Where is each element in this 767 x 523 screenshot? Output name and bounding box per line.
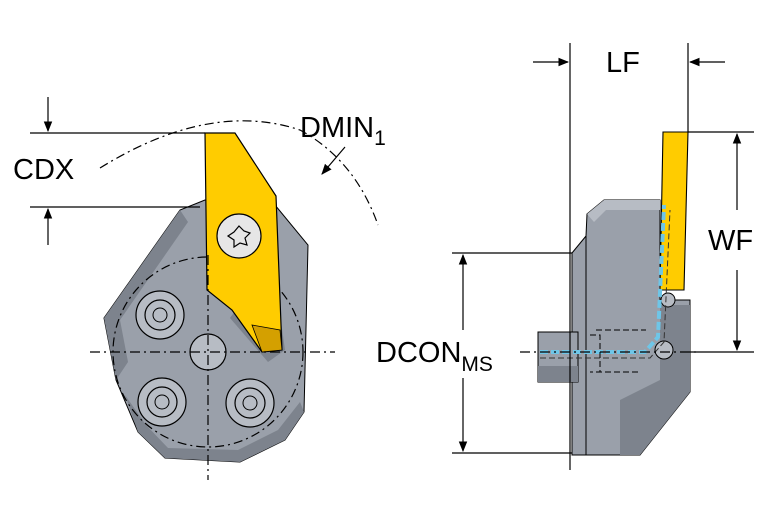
insert-edge: [251, 324, 283, 353]
screw-hole-bottom-right: [225, 378, 275, 428]
bolt-circle: [112, 256, 304, 448]
side-body-top: [587, 200, 660, 222]
dcon-label: DCONMS: [376, 337, 493, 376]
dmin-arc: [99, 120, 379, 226]
shank-shadow: [538, 366, 578, 382]
dmin-leader: [321, 146, 346, 175]
side-screw-icon: [660, 292, 676, 308]
coolant-channel-2: [540, 209, 671, 359]
side-insert: [659, 131, 689, 291]
hidden-line: [590, 334, 601, 373]
side-view: LF WF DCONMS: [376, 43, 754, 470]
front-view: CDX DMIN1: [13, 97, 386, 480]
insert-screw-icon: [216, 213, 262, 259]
lf-label: LF: [606, 47, 640, 79]
cdx-label: CDX: [13, 154, 74, 186]
side-coolant-exit-icon: [654, 340, 674, 360]
dmin-label: DMIN1: [300, 112, 386, 150]
side-body-face: [620, 305, 690, 455]
screw-hole-top-left: [135, 290, 185, 340]
coolant-channel: [540, 204, 666, 354]
wf-label: WF: [708, 225, 753, 257]
holder-chamfer: [104, 210, 188, 380]
screw-hole-bottom-left: [137, 377, 187, 427]
holder-shadow: [125, 395, 304, 462]
